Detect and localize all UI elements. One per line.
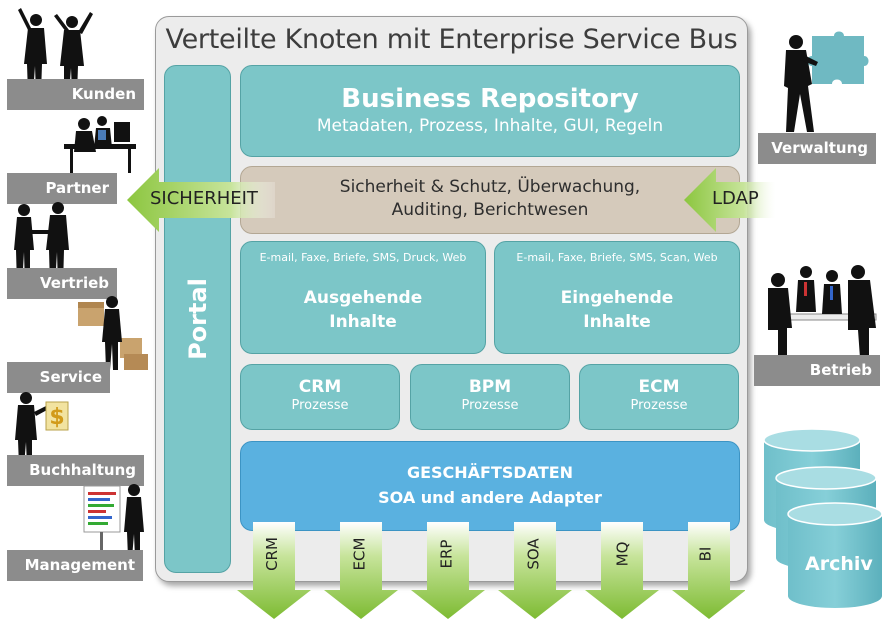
diagram-title: Verteilte Knoten mit Enterprise Service … (165, 24, 738, 55)
ldap-arrow (684, 168, 776, 232)
outgoing-content-block: E-mail, Faxe, Briefe, SMS, Druck, Web Au… (240, 241, 486, 354)
ldap-label: LDAP (712, 188, 759, 209)
incoming-channels: E-mail, Faxe, Briefe, SMS, Scan, Web (516, 251, 718, 264)
kunden-figures-icon (18, 8, 93, 94)
role-service: Service (7, 362, 110, 393)
adapter-ecm-label: ECM (350, 537, 369, 571)
security-line-2: Auditing, Berichtwesen (391, 200, 589, 220)
adapter-crm-label: CRM (262, 537, 281, 571)
service-figures-icon (78, 296, 148, 370)
outgoing-channels: E-mail, Faxe, Briefe, SMS, Druck, Web (259, 251, 467, 264)
business-repository-block: Business Repository Metadaten, Prozess, … (240, 65, 740, 157)
archiv-database-icon (763, 428, 883, 608)
business-data-subtitle: SOA und andere Adapter (378, 488, 602, 507)
role-buchhaltung: Buchhaltung (7, 455, 144, 486)
business-data-block: GESCHÄFTSDATEN SOA und andere Adapter (240, 441, 740, 531)
betrieb-figures-icon (768, 265, 877, 364)
sicherheit-arrow (127, 168, 275, 232)
portal-block: Portal (164, 65, 231, 573)
incoming-content-block: E-mail, Faxe, Briefe, SMS, Scan, Web Ein… (494, 241, 740, 354)
adapter-mq-label: MQ (613, 541, 632, 567)
role-verwaltung: Verwaltung (758, 133, 876, 164)
role-partner: Partner (7, 173, 117, 204)
process-title: ECM (638, 377, 680, 397)
portal-label: Portal (183, 278, 212, 360)
security-line-1: Sicherheit & Schutz, Überwachung, (339, 177, 641, 197)
process-sub: Prozesse (630, 398, 688, 413)
process-sub: Prozesse (291, 398, 349, 413)
security-block: Sicherheit & Schutz, Überwachung, Auditi… (240, 166, 740, 234)
business-repository-subtitle: Metadaten, Prozess, Inhalte, GUI, Regeln (316, 116, 664, 136)
adapter-arrows (237, 522, 745, 619)
role-kunden: Kunden (7, 79, 144, 110)
buchhaltung-figures-icon: $ (15, 392, 69, 466)
adapter-erp-label: ERP (437, 539, 456, 569)
adapter-soa-label: SOA (524, 538, 543, 570)
process-title: BPM (468, 377, 512, 397)
incoming-title-2: Inhalte (583, 312, 651, 332)
incoming-title-1: Eingehende (560, 288, 674, 308)
business-data-title: GESCHÄFTSDATEN (406, 463, 574, 482)
bpm-process-block: BPM Prozesse (410, 364, 570, 430)
outgoing-title-2: Inhalte (329, 312, 397, 332)
role-management: Management (7, 550, 143, 581)
partner-figures-icon (64, 116, 136, 173)
role-betrieb: Betrieb (754, 355, 880, 386)
sicherheit-label: SICHERHEIT (150, 188, 258, 209)
archiv-label: Archiv (805, 553, 873, 575)
ecm-process-block: ECM Prozesse (579, 364, 739, 430)
svg-text:$: $ (49, 405, 64, 430)
outgoing-title-1: Ausgehende (303, 288, 423, 308)
role-vertrieb: Vertrieb (7, 268, 117, 299)
business-repository-title: Business Repository (341, 84, 639, 114)
verwaltung-figure-icon (784, 31, 869, 132)
process-title: CRM (298, 377, 342, 397)
crm-process-block: CRM Prozesse (240, 364, 400, 430)
adapter-bi-label: BI (696, 546, 715, 562)
process-sub: Prozesse (461, 398, 519, 413)
management-figures-icon (83, 484, 144, 558)
